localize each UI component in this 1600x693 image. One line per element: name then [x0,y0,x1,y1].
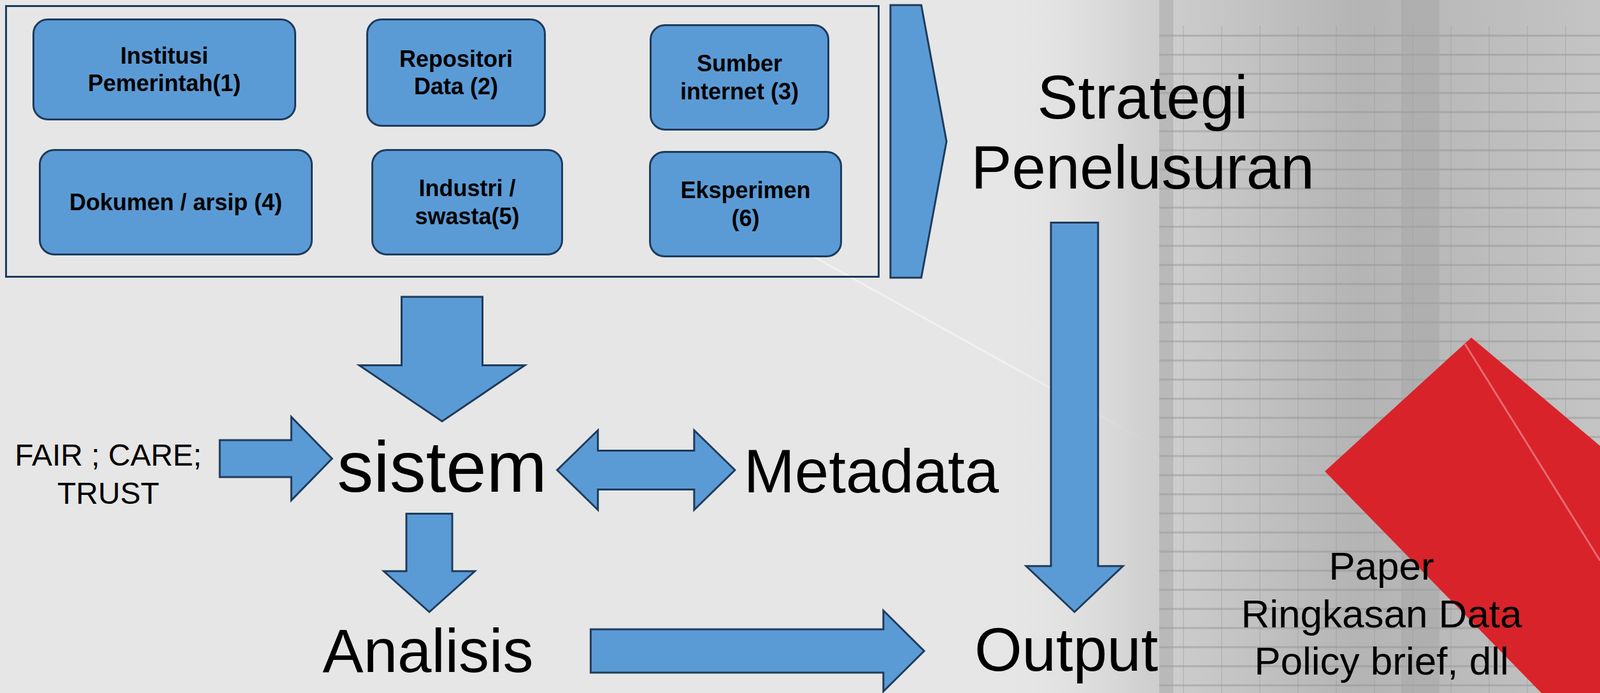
metadata-node: Metadata [743,436,999,507]
strategy-heading-text: Strategi Penelusuran [951,62,1334,204]
chevron-arrow [890,5,947,278]
block-arrow [557,430,736,511]
source-box: Repositori Data (2) [366,18,546,127]
block-arrow [1026,222,1123,612]
source-box: Sumber internet (3) [649,24,830,131]
output-node: Output [974,614,1158,685]
metadata-node-text: Metadata [743,436,999,507]
building-column [1401,0,1440,693]
source-box: Institusi Pemerintah(1) [32,18,297,121]
block-arrow [590,610,925,692]
source-box: Dokumen / arsip (4) [38,149,313,256]
source-box: Eksperimen (6) [649,150,843,258]
principles-text: FAIR ; CARE; TRUST [6,436,211,513]
source-box-text: Repositori Data (2) [389,45,523,100]
source-box-text: Eksperimen (6) [673,176,818,232]
source-box-text: Dokumen / arsip (4) [51,188,300,216]
source-box: Industri / swasta(5) [371,149,564,256]
block-arrow [219,417,332,501]
system-node-text: sistem [336,424,547,509]
source-box-text: Industri / swasta(5) [398,174,536,230]
source-box-text: Institusi Pemerintah(1) [78,42,251,97]
analysis-node: Analisis [322,615,534,686]
block-arrow [359,296,525,422]
output-node-text: Output [974,614,1158,685]
strategy-heading: Strategi Penelusuran [951,62,1334,204]
red-accent-line [1464,343,1600,561]
system-node: sistem [336,424,547,509]
block-arrow [384,514,476,613]
source-box-text: Sumber internet (3) [672,49,807,105]
principles-text-text: FAIR ; CARE; TRUST [6,436,211,513]
output-examples: Paper Ringkasan Data Policy brief, dll [1235,542,1528,685]
source-group-frame: Institusi Pemerintah(1) Repositori Data (… [5,5,880,278]
analysis-node-text: Analisis [322,615,534,686]
